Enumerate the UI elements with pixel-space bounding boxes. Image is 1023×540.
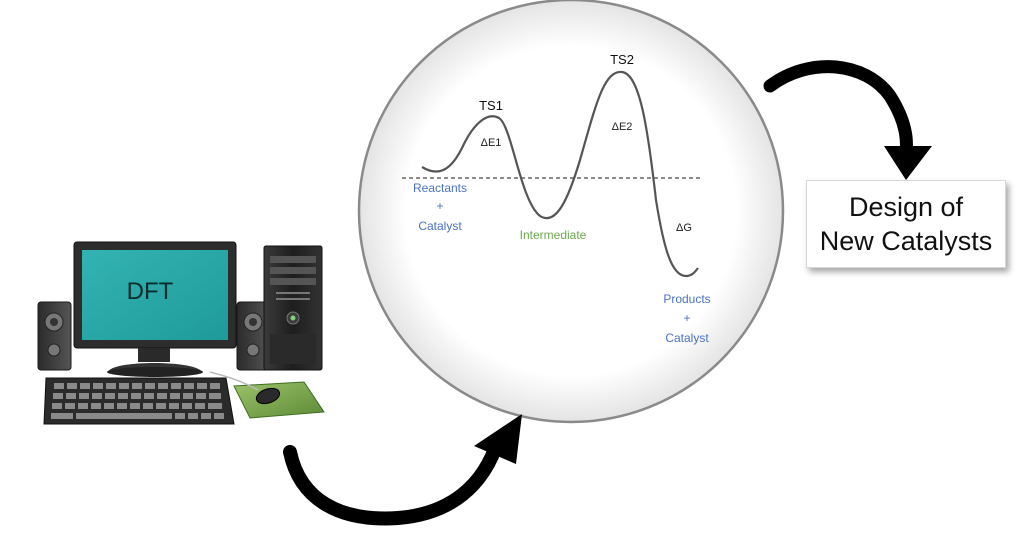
reactants-label: Reactants + Catalyst [413,181,467,233]
dft-screen-label: DFT [127,278,174,305]
ts1-label: TS1 [479,98,503,113]
products-label: Products + Catalyst [663,292,710,345]
desktop-computer: DFT [37,241,325,425]
intermediate-label: Intermediate [520,228,587,242]
design-new-catalysts-box: Design of New Catalysts [806,180,1006,268]
arrow-computer-to-profile [283,414,522,526]
monitor [73,241,237,377]
energy-profile-circle [357,0,785,424]
reactants-line-1: Reactants [413,181,467,195]
delta-g-label: ΔG [676,222,692,234]
products-line-2: + [683,311,690,325]
ts2-label: TS2 [610,52,634,67]
design-box-line-2: New Catalysts [819,226,993,256]
products-line-3: Catalyst [665,331,709,345]
mouse-pad [233,381,325,419]
delta-e1-label: ΔE1 [481,137,502,149]
arrow-profile-to-design [763,60,932,180]
reactants-line-2: + [436,199,443,213]
right-speaker [236,301,271,371]
reaction-energy-curve [421,70,699,278]
products-line-1: Products [663,292,710,306]
computer-mouse [209,371,281,405]
keyboard [43,377,235,425]
reactants-line-3: Catalyst [418,219,462,233]
delta-e2-label: ΔE2 [612,121,633,133]
left-speaker [37,301,72,371]
computer-tower [263,245,323,371]
design-box-line-1: Design of [848,192,964,222]
